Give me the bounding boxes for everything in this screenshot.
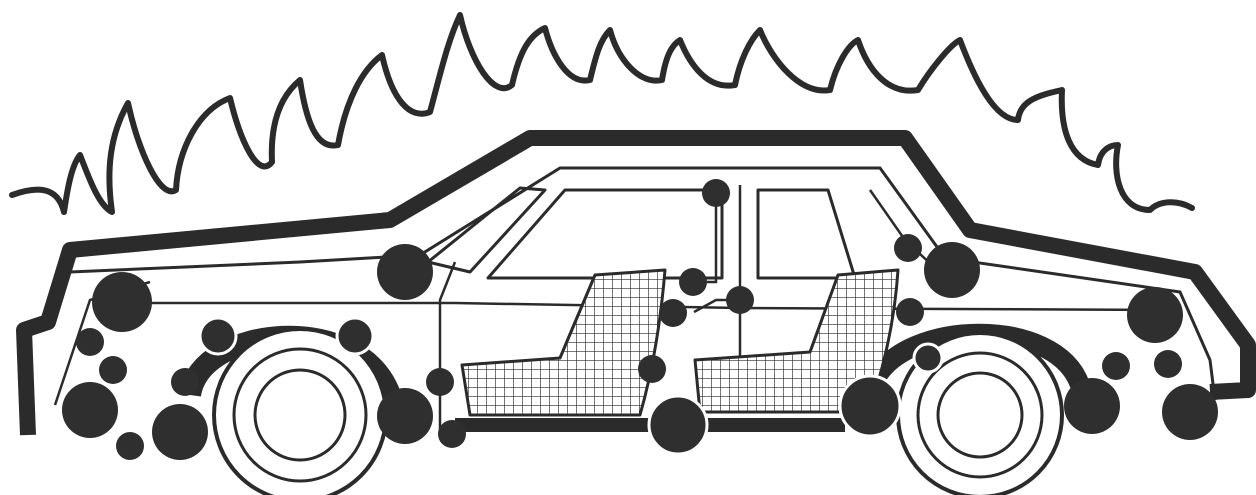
noise-marker xyxy=(92,272,152,332)
noise-marker xyxy=(200,318,236,354)
noise-marker xyxy=(438,420,466,448)
rear-window xyxy=(758,190,855,278)
front-seat xyxy=(462,270,665,415)
noise-marker xyxy=(914,344,942,372)
windshield xyxy=(428,188,545,272)
noise-marker xyxy=(1102,352,1130,380)
front-door-line xyxy=(440,262,455,430)
noise-marker xyxy=(894,234,922,262)
noise-marker xyxy=(171,368,199,396)
noise-marker xyxy=(426,368,454,396)
noise-marker xyxy=(659,299,687,327)
noise-marker xyxy=(1127,287,1183,343)
noise-marker xyxy=(896,298,924,326)
noise-marker xyxy=(1162,384,1218,440)
noise-marker xyxy=(152,404,208,460)
noise-marker xyxy=(726,286,754,314)
noise-marker xyxy=(840,376,900,436)
noise-marker xyxy=(116,432,144,460)
noise-marker xyxy=(76,328,104,356)
noise-marker xyxy=(702,179,730,207)
noise-marker xyxy=(99,356,127,384)
noise-marker xyxy=(62,382,118,438)
noise-marker xyxy=(924,242,980,298)
noise-marker xyxy=(638,355,666,383)
front-window xyxy=(488,190,722,278)
noise-marker xyxy=(377,388,433,444)
noise-marker xyxy=(1154,350,1182,378)
noise-marker xyxy=(337,318,373,354)
noise-marker xyxy=(377,244,433,300)
noise-marker xyxy=(679,268,707,296)
sound-wave xyxy=(12,15,1192,212)
noise-marker xyxy=(649,396,707,454)
noise-marker xyxy=(1064,378,1120,434)
